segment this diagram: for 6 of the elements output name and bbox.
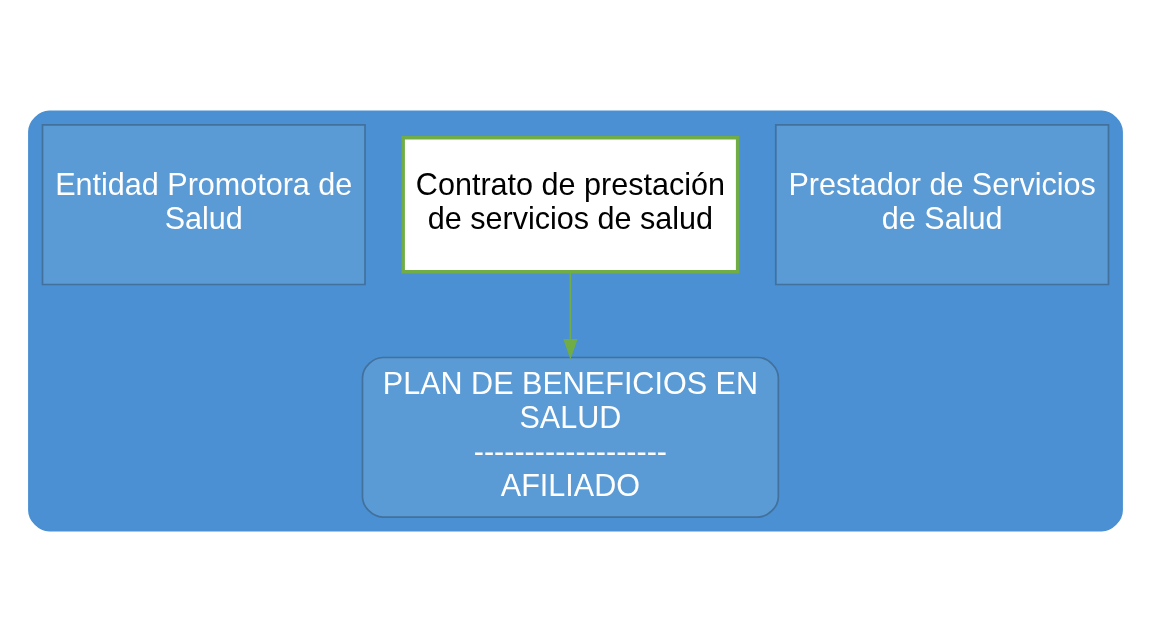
node-box: Prestador de Servicios de Salud [774,123,1110,285]
cluster [28,110,1123,531]
node-box: Contrato de prestación de servicios de salud [401,135,740,273]
arrow [563,270,578,359]
node-box: PLAN DE BENEFICIOS EN SALUD ------------------- AFILIADO [361,356,780,518]
node-box: Entidad Promotora de Salud [41,123,366,285]
